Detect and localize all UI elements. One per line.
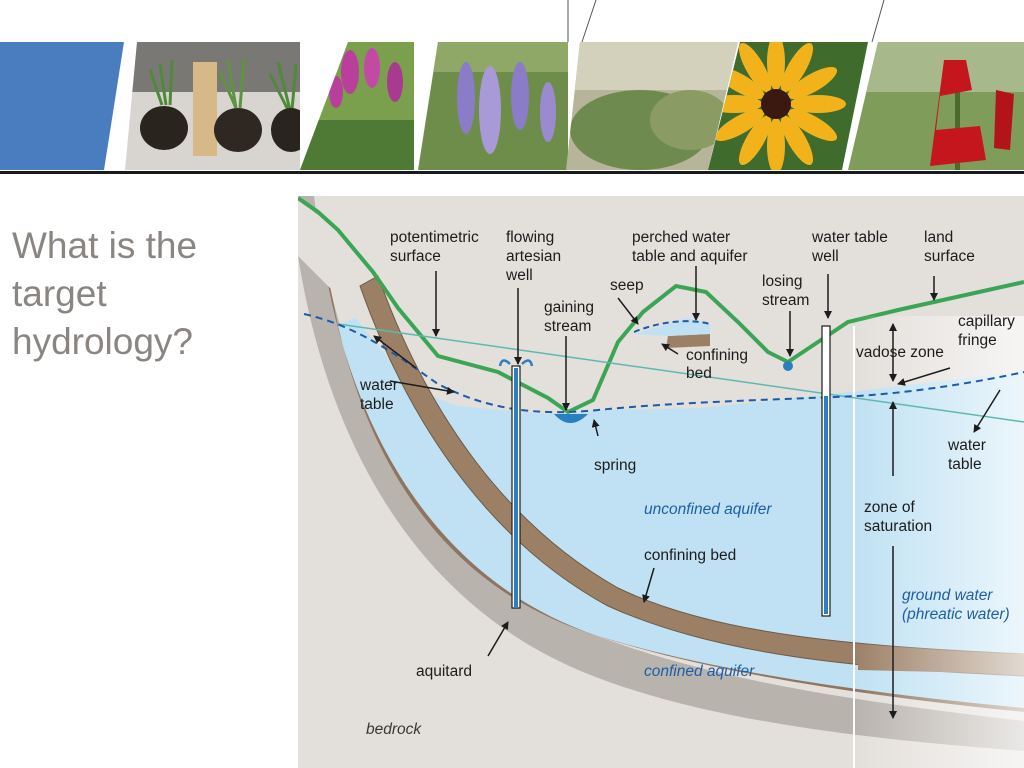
label-line: flowing — [506, 229, 554, 246]
label-line: artesian — [506, 248, 561, 265]
label-vadose-zone: vadose zone — [856, 344, 944, 361]
label-line: gaining — [544, 299, 594, 316]
label-zone-of-saturation: zone of saturation — [864, 499, 932, 535]
label-line: perched water — [632, 229, 730, 246]
label-line: water — [359, 377, 398, 394]
gaining-stream-water — [554, 414, 588, 423]
label-line: zone of — [864, 499, 916, 516]
zone-column-overlay — [854, 316, 1024, 768]
label-line: (phreatic water) — [902, 606, 1010, 623]
label-line: water table — [811, 229, 888, 246]
label-line: ground water — [902, 587, 993, 604]
ground-surface-wedge — [298, 196, 1024, 416]
land-surface-grass — [298, 196, 1024, 415]
potentiometric-surface-line — [337, 323, 1024, 423]
label-bedrock: bedrock — [366, 721, 422, 738]
water-table-line — [303, 313, 1024, 414]
label-line: table and aquifer — [632, 248, 747, 265]
label-water-table-right: water table — [947, 437, 990, 473]
label-line: capillary — [958, 313, 1015, 330]
label-line: potentimetric — [390, 229, 479, 246]
label-line: saturation — [864, 518, 932, 535]
label-line: land — [924, 229, 953, 246]
photo-black-eyed-susan — [708, 42, 868, 170]
label-line: surface — [390, 248, 441, 265]
photo-grass — [566, 42, 738, 170]
hydrology-diagram: potentimetric surface flowing artesian w… — [298, 196, 1024, 768]
banner-divider — [0, 171, 1024, 174]
label-line: fringe — [958, 332, 997, 349]
label-line: bed — [686, 365, 712, 382]
label-unconfined-aquifer: unconfined aquifer — [644, 501, 772, 518]
label-perched-water-table: perched water table and aquifer — [632, 229, 747, 265]
photo-lupine — [418, 42, 568, 170]
label-ground-water: ground water (phreatic water) — [902, 587, 1010, 623]
upper-confining-bed — [359, 275, 1024, 677]
label-line: stream — [762, 292, 809, 309]
label-confined-aquifer: confined aquifer — [644, 663, 755, 680]
label-line: well — [811, 248, 839, 265]
label-flowing-artesian-well: flowing artesian well — [505, 229, 565, 284]
label-water-table-left: water table — [359, 377, 402, 413]
photo-plant-plugs — [125, 42, 300, 170]
label-confining-bed-lower: confining bed — [644, 547, 736, 564]
label-line: losing — [762, 273, 803, 290]
label-gaining-stream: gaining stream — [544, 299, 598, 335]
photo-blazing-star — [300, 42, 414, 170]
label-line: confining — [686, 347, 748, 364]
label-confining-bed-upper: confining bed — [686, 347, 752, 382]
label-line: table — [360, 396, 394, 413]
photo-cardinal-flower — [848, 42, 1024, 170]
label-land-surface: land surface — [924, 229, 975, 265]
label-spring: spring — [594, 457, 636, 474]
label-potentiometric-surface: potentimetric surface — [390, 229, 483, 265]
label-aquitard: aquitard — [416, 663, 472, 680]
label-line: well — [505, 267, 533, 284]
label-losing-stream: losing stream — [762, 273, 809, 309]
accent-shape — [0, 42, 124, 170]
perched-water — [634, 318, 710, 336]
label-line: stream — [544, 318, 591, 335]
label-line: surface — [924, 248, 975, 265]
label-capillary-fringe: capillary fringe — [958, 313, 1019, 349]
photo-banner — [0, 0, 1024, 174]
label-seep: seep — [610, 277, 644, 294]
label-line: water — [947, 437, 986, 454]
slide-title: What is the target hydrology? — [12, 225, 198, 362]
label-water-table-well: water table well — [811, 229, 892, 265]
losing-stream-water — [783, 361, 793, 371]
label-line: table — [948, 456, 982, 473]
perched-confining-bed — [666, 334, 710, 348]
